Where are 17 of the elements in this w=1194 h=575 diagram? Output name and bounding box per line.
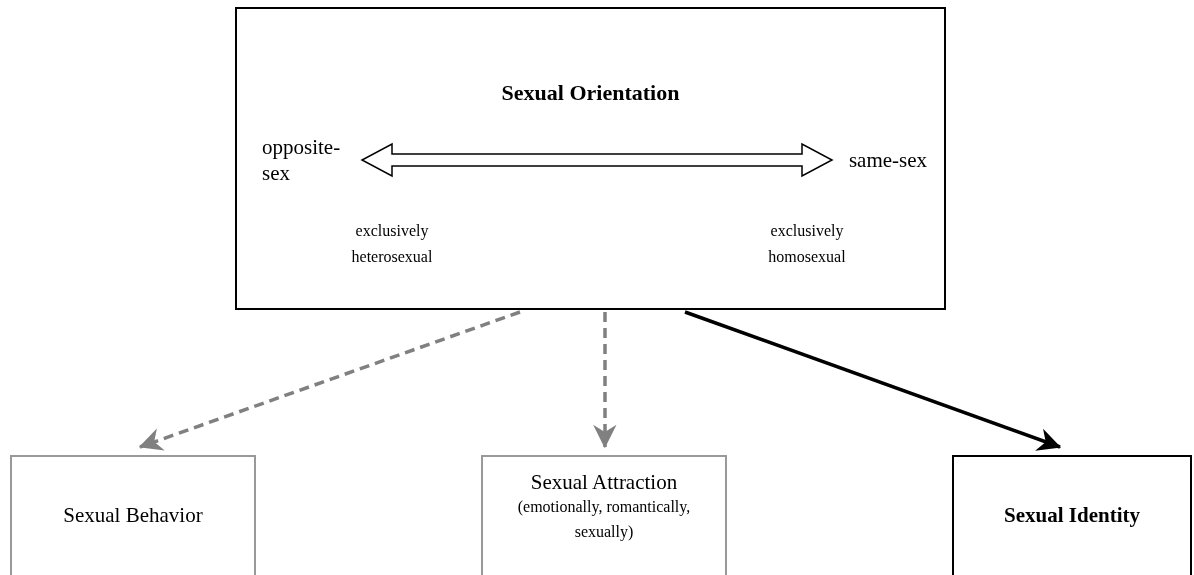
arrow [684, 310, 1062, 451]
box-title: Sexual Orientation [501, 79, 680, 107]
category-box [481, 455, 727, 575]
arrow [138, 310, 521, 451]
term-label: same-sex [836, 146, 940, 174]
box-title: Sexual Behavior [63, 502, 203, 529]
arrow [593, 312, 617, 449]
term-label: opposite-sex [262, 132, 362, 188]
double-arrow [360, 142, 834, 178]
box-title: Sexual Attraction [530, 469, 678, 496]
note-text: exclusively heterosexual [350, 221, 434, 267]
box-subtitle: (emotionally, romantically, sexually) [516, 497, 692, 543]
box-title: Sexual Identity [1004, 502, 1140, 529]
concept-box [235, 7, 946, 310]
category-box [10, 455, 256, 575]
category-box [952, 455, 1192, 575]
note-text: exclusively homosexual [767, 221, 847, 267]
